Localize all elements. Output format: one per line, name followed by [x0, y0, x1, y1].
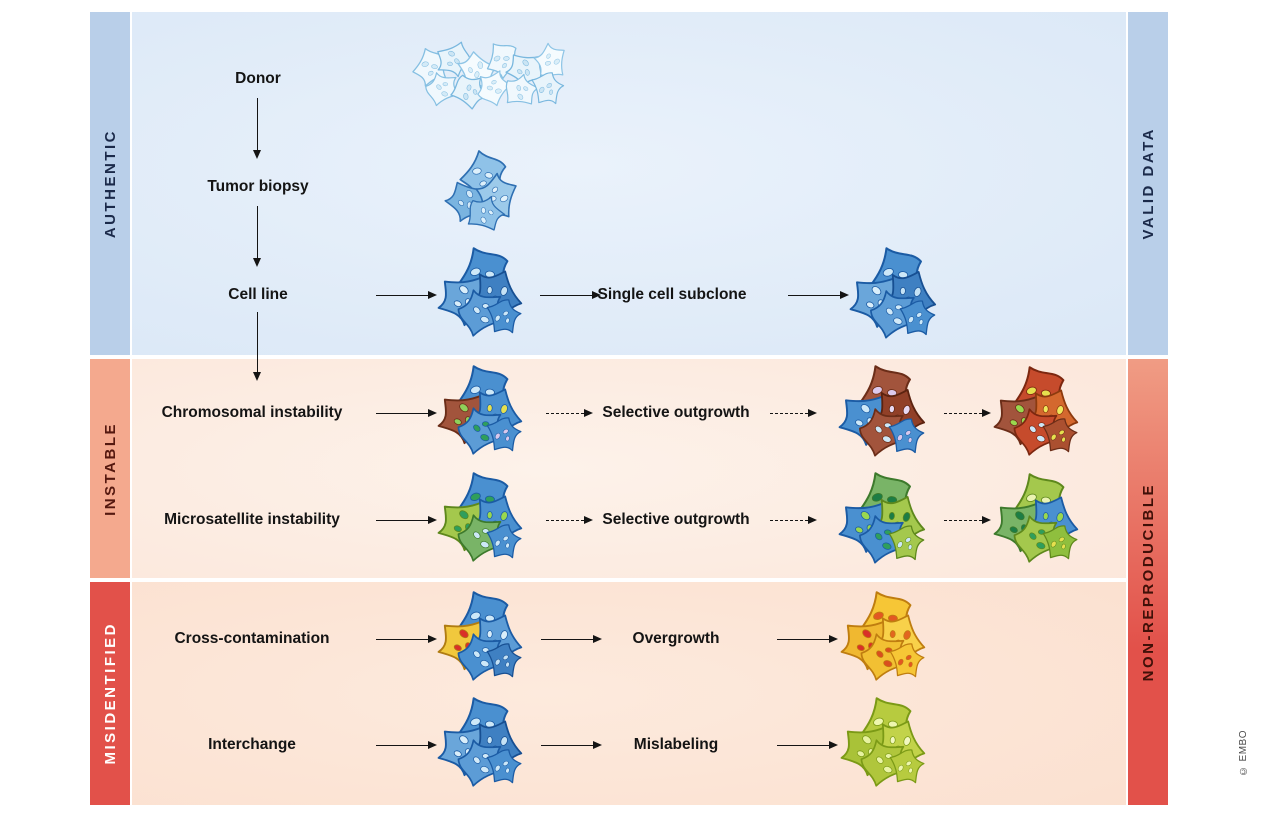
cell-cluster-microsatellite-outgrowth-1 — [838, 472, 932, 568]
band-valid-data: VALID DATA — [1128, 12, 1168, 355]
label-chromosomal-instability: Chromosomal instability — [161, 404, 343, 421]
panel-authentic — [132, 12, 1126, 355]
band-misidentified-label: MISIDENTIFIED — [101, 622, 119, 765]
band-non-reproducible-label: NON-REPRODUCIBLE — [1139, 482, 1157, 682]
arrow-right-icon — [788, 290, 849, 299]
cell-cluster-microsatellite-outgrowth-2 — [993, 473, 1085, 567]
label-mislabeling: Mislabeling — [633, 736, 719, 753]
label-selective-outgrowth-1: Selective outgrowth — [602, 404, 750, 421]
arrow-right-dashed-icon — [944, 408, 991, 417]
arrow-right-icon — [376, 515, 437, 524]
band-instable-label: INSTABLE — [101, 421, 119, 516]
label-microsatellite-instability: Microsatellite instability — [164, 511, 340, 528]
label-cell-line: Cell line — [228, 286, 288, 303]
band-non-reproducible: NON-REPRODUCIBLE — [1128, 359, 1168, 805]
cell-cluster-mislabeling — [838, 697, 934, 791]
arrow-right-icon — [376, 290, 437, 299]
arrow-right-icon — [540, 290, 601, 299]
cell-cluster-interchange — [437, 697, 529, 791]
label-overgrowth: Overgrowth — [632, 630, 720, 647]
band-instable: INSTABLE — [90, 359, 130, 578]
arrow-right-icon — [376, 408, 437, 417]
cell-cluster-subclone — [849, 247, 943, 343]
panel-instable — [132, 359, 1126, 578]
arrow-right-icon — [376, 634, 437, 643]
band-authentic-label: AUTHENTIC — [101, 128, 119, 239]
panel-misidentified — [132, 582, 1126, 805]
label-single-cell-subclone: Single cell subclone — [597, 286, 747, 303]
arrow-down-icon — [252, 312, 261, 381]
cell-cluster-microsatellite-instability — [437, 472, 529, 566]
label-donor: Donor — [235, 70, 281, 87]
arrow-right-dashed-icon — [944, 515, 991, 524]
cell-cluster-overgrowth — [838, 591, 934, 685]
arrow-down-icon — [252, 206, 261, 267]
credit-embo: © EMBO — [1238, 730, 1249, 777]
arrow-right-icon — [777, 634, 838, 643]
arrow-right-dashed-icon — [546, 515, 593, 524]
cell-cluster-cross-contamination — [437, 591, 529, 685]
cell-cluster-tumor-biopsy — [441, 148, 525, 236]
cell-cluster-donor-tissue — [402, 34, 582, 118]
arrow-right-icon — [777, 740, 838, 749]
label-cross-contamination: Cross-contamination — [174, 630, 330, 647]
label-selective-outgrowth-2: Selective outgrowth — [602, 511, 750, 528]
arrow-right-icon — [376, 740, 437, 749]
cell-cluster-chromosomal-instability — [437, 365, 529, 459]
arrow-right-dashed-icon — [770, 515, 817, 524]
arrow-right-icon — [541, 634, 602, 643]
label-tumor-biopsy: Tumor biopsy — [207, 178, 309, 195]
arrow-down-icon — [252, 98, 261, 159]
cell-cluster-chromosomal-outgrowth-1 — [838, 365, 932, 461]
band-valid-data-label: VALID DATA — [1139, 127, 1157, 240]
arrow-right-dashed-icon — [770, 408, 817, 417]
arrow-right-dashed-icon — [546, 408, 593, 417]
cell-cluster-cell-line — [437, 247, 529, 341]
cell-cluster-chromosomal-outgrowth-2 — [993, 366, 1085, 460]
arrow-right-icon — [541, 740, 602, 749]
band-authentic: AUTHENTIC — [90, 12, 130, 355]
band-misidentified: MISIDENTIFIED — [90, 582, 130, 805]
label-interchange: Interchange — [208, 736, 296, 753]
